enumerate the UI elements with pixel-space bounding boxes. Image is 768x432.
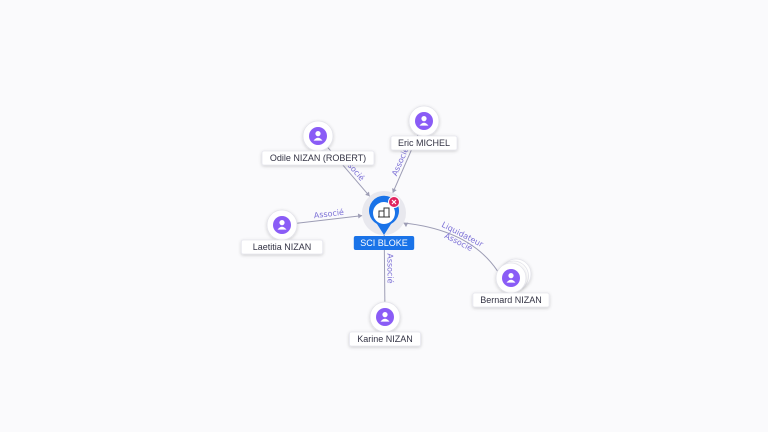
node-label: Eric MICHEL — [398, 138, 450, 148]
node-label-box — [261, 150, 375, 166]
person-icon — [309, 127, 327, 145]
edge-label: Associé — [313, 207, 344, 220]
person-icon — [376, 308, 394, 326]
node-karine[interactable]: Karine NIZAN — [348, 301, 421, 347]
close-icon[interactable] — [388, 196, 400, 208]
edge-laetitia: Associé — [296, 207, 363, 224]
node-label-box — [472, 292, 550, 308]
node-odile[interactable]: Odile NIZAN (ROBERT) — [261, 120, 375, 166]
building-icon — [378, 207, 390, 218]
node-label: Bernard NIZAN — [480, 295, 542, 305]
node-label-box — [240, 239, 324, 255]
center-label: SCI BLOKE — [360, 238, 408, 248]
center-node[interactable]: SCI BLOKE — [353, 191, 415, 250]
node-label: Odile NIZAN (ROBERT) — [270, 153, 366, 163]
edge-label: LiquidateurAssocié — [436, 220, 485, 257]
edge-bernard: LiquidateurAssocié — [403, 220, 499, 272]
edge-line — [403, 222, 499, 272]
edge-arrow — [365, 191, 370, 197]
node-label-box — [348, 331, 421, 347]
center-label-box — [353, 236, 415, 250]
edge-line — [296, 215, 363, 224]
person-icon — [502, 269, 520, 287]
node-label-box — [390, 135, 458, 151]
person-icon — [273, 216, 291, 234]
node-laetitia[interactable]: Laetitia NIZAN — [240, 209, 324, 255]
edge-arrow — [357, 213, 363, 219]
person-icon — [415, 112, 433, 130]
node-label: Laetitia NIZAN — [253, 242, 312, 252]
node-bernard[interactable]: Bernard NIZAN — [472, 258, 550, 308]
node-eric[interactable]: Eric MICHEL — [390, 105, 458, 151]
node-label: Karine NIZAN — [357, 334, 413, 344]
edge-arrow — [403, 222, 409, 228]
edge-arrow — [392, 188, 397, 193]
nodes-layer: Odile NIZAN (ROBERT) Eric MICHEL Laetitia … — [240, 105, 550, 347]
edge-label: Associé — [385, 253, 395, 283]
